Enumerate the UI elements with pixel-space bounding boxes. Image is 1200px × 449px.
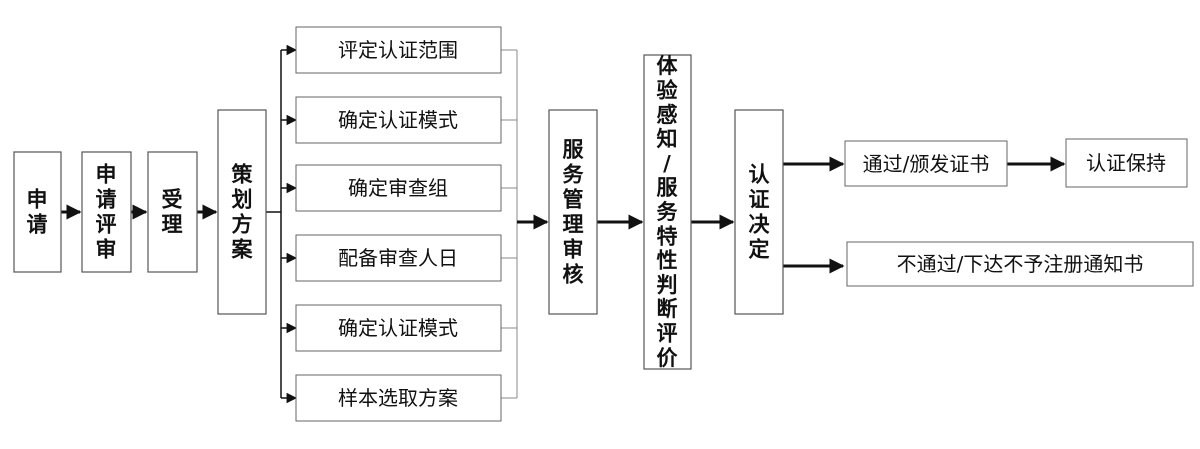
plan-item-box-6	[295, 374, 502, 422]
plan-item-3: 确定审查组	[348, 176, 448, 200]
plan-box	[217, 109, 267, 315]
plan-item-box-5	[295, 304, 502, 352]
service-audit-label: 服务管理审核	[563, 138, 585, 287]
plan-item-4: 配备审查人日	[338, 246, 458, 270]
apply-review-label: 申请评审	[96, 163, 117, 262]
apply-box	[13, 151, 62, 273]
outcome-boxes: 通过/颁发证书 认证保持 不通过/下达不予注册通知书	[844, 138, 1194, 287]
vertical-boxes: 申请 申请评审 受理 策划方案 服务管理审核 体验感知/服务特性判断评价 认证决…	[13, 54, 784, 370]
apply-review-box	[81, 151, 132, 273]
plan-item-6: 样本选取方案	[338, 386, 458, 410]
apply-label: 申请	[27, 188, 48, 237]
accept-label: 受理	[162, 188, 183, 237]
decision-box	[734, 109, 784, 315]
fail-box	[846, 241, 1194, 287]
pass-label: 通过/颁发证书	[863, 152, 990, 176]
pass-box	[844, 140, 1008, 187]
plan-item-box-1	[295, 26, 502, 74]
maintain-box	[1065, 138, 1188, 188]
plan-item-box-2	[295, 96, 502, 144]
experience-eval-box	[643, 54, 692, 370]
decision-label: 认证决定	[749, 163, 771, 262]
accept-box	[147, 151, 198, 273]
experience-eval-label: 体验感知/服务特性判断评价	[657, 54, 679, 370]
fail-label: 不通过/下达不予注册通知书	[897, 252, 1144, 276]
connectors	[61, 44, 1066, 404]
plan-item-box-3	[295, 164, 502, 212]
service-audit-box	[548, 109, 598, 315]
plan-item-box-4	[295, 234, 502, 282]
plan-item-5: 确定认证模式	[338, 316, 458, 340]
plan-item-2: 确定认证模式	[338, 108, 458, 132]
plan-label: 策划方案	[231, 163, 254, 262]
plan-item-boxes: 评定认证范围 确定认证模式 确定审查组 配备审查人日 确定认证模式 样本选取方案	[295, 26, 502, 422]
maintain-label: 认证保持	[1086, 151, 1166, 175]
plan-item-1: 评定认证范围	[338, 38, 458, 62]
